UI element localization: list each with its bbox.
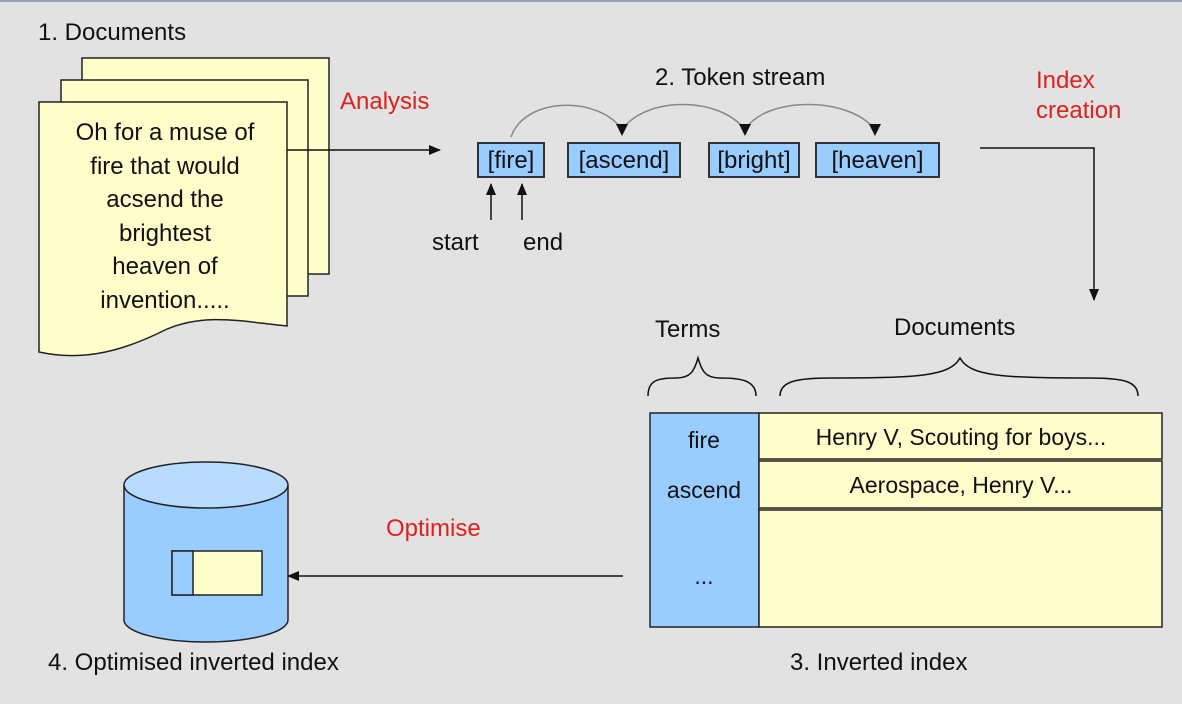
inverted-index-table xyxy=(649,412,1163,628)
step-optimised-index-label: 4. Optimised inverted index xyxy=(48,649,339,676)
optimise-label: Optimise xyxy=(386,515,481,542)
document-line: acsend the xyxy=(106,186,224,213)
token-link-arrowheads xyxy=(616,124,881,136)
document-line: invention..... xyxy=(100,286,230,314)
document-line: brightest xyxy=(118,219,212,247)
token-heaven: [heaven] xyxy=(815,142,940,178)
document-line: heaven of xyxy=(112,253,218,280)
terms-header: Terms xyxy=(655,316,721,343)
index-creation-arrow xyxy=(980,147,1099,301)
token-link-arrows xyxy=(510,103,876,138)
document-stack-icon xyxy=(38,57,330,357)
index-creation-label-line1: Index xyxy=(1036,67,1095,94)
documents-header: Documents xyxy=(894,314,1016,341)
document-line: fire that would xyxy=(90,152,240,180)
step-inverted-index-label: 3. Inverted index xyxy=(790,649,968,676)
terms-brace xyxy=(647,355,757,397)
token-start-label: start xyxy=(432,229,479,256)
step-token-stream-label: 2. Token stream xyxy=(655,64,826,91)
database-cylinder-icon xyxy=(123,461,289,643)
term-cell: ... xyxy=(694,563,714,589)
term-cell: fire xyxy=(688,427,720,453)
term-cell: ascend xyxy=(666,477,742,503)
posting-cell: Aerospace, Henry V... xyxy=(849,472,1073,498)
token-fire: [fire] xyxy=(477,142,545,178)
posting-cell: Henry V, Scouting for boys... xyxy=(815,424,1107,450)
token-bright: [bright] xyxy=(708,142,800,178)
analysis-label: Analysis xyxy=(340,88,430,115)
index-creation-label-line2: creation xyxy=(1036,97,1122,124)
token-ascend: [ascend] xyxy=(567,142,681,178)
step-documents-label: 1. Documents xyxy=(38,19,187,46)
document-text: Oh for a muse of fire that would acsend … xyxy=(40,116,290,317)
document-line: Oh for a muse of xyxy=(75,119,255,146)
token-end-label: end xyxy=(523,229,564,256)
documents-brace xyxy=(779,356,1139,397)
